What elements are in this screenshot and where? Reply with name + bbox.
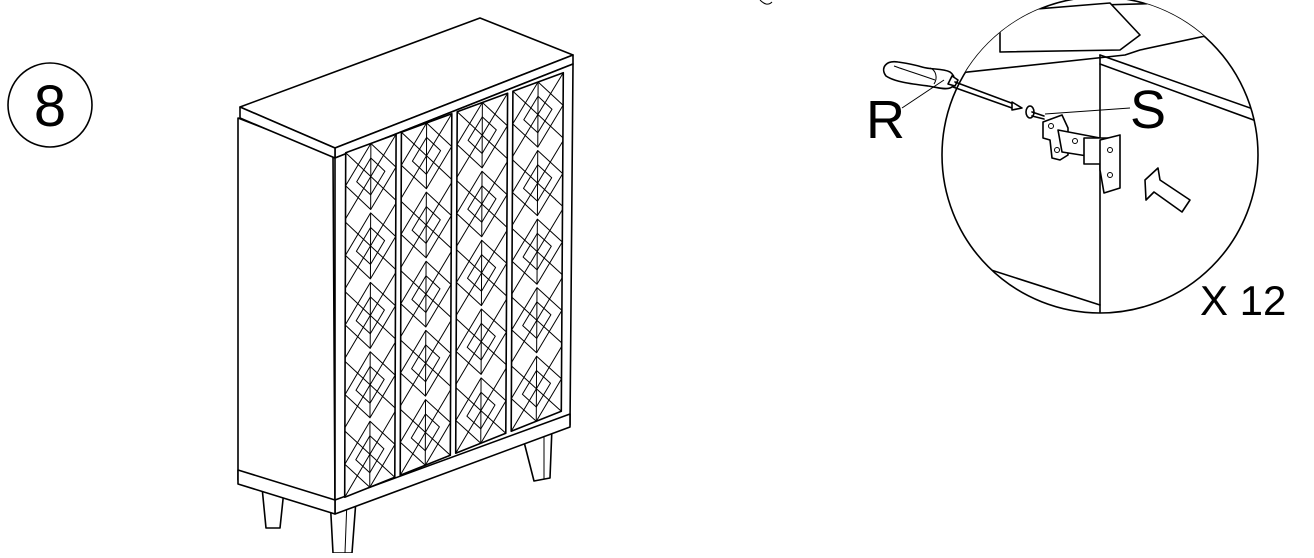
door-panel — [511, 73, 563, 432]
detail-contents — [930, 0, 1280, 320]
quantity-label: X 12 — [1200, 277, 1286, 324]
door-panel — [400, 114, 452, 476]
door-panel — [456, 93, 508, 453]
detail-fragment — [760, 0, 772, 4]
screw-icon — [1026, 106, 1044, 119]
detail-side-top-inner — [1100, 64, 1270, 126]
cabinet — [238, 18, 573, 553]
door-panel — [345, 134, 396, 497]
part-label: S — [1130, 80, 1166, 140]
detail-side-top — [1100, 55, 1270, 115]
step-number: 8 — [34, 74, 66, 139]
detail-bottom-edge — [960, 260, 1100, 305]
cabinet-side-panel — [238, 118, 335, 510]
detail-view — [930, 0, 1280, 320]
hinge-icon — [1043, 115, 1120, 193]
direction-arrow-icon — [1145, 168, 1190, 212]
leader-line-s — [1045, 108, 1130, 114]
step-badge: 8 — [8, 63, 92, 147]
tool-label: R — [866, 90, 905, 150]
